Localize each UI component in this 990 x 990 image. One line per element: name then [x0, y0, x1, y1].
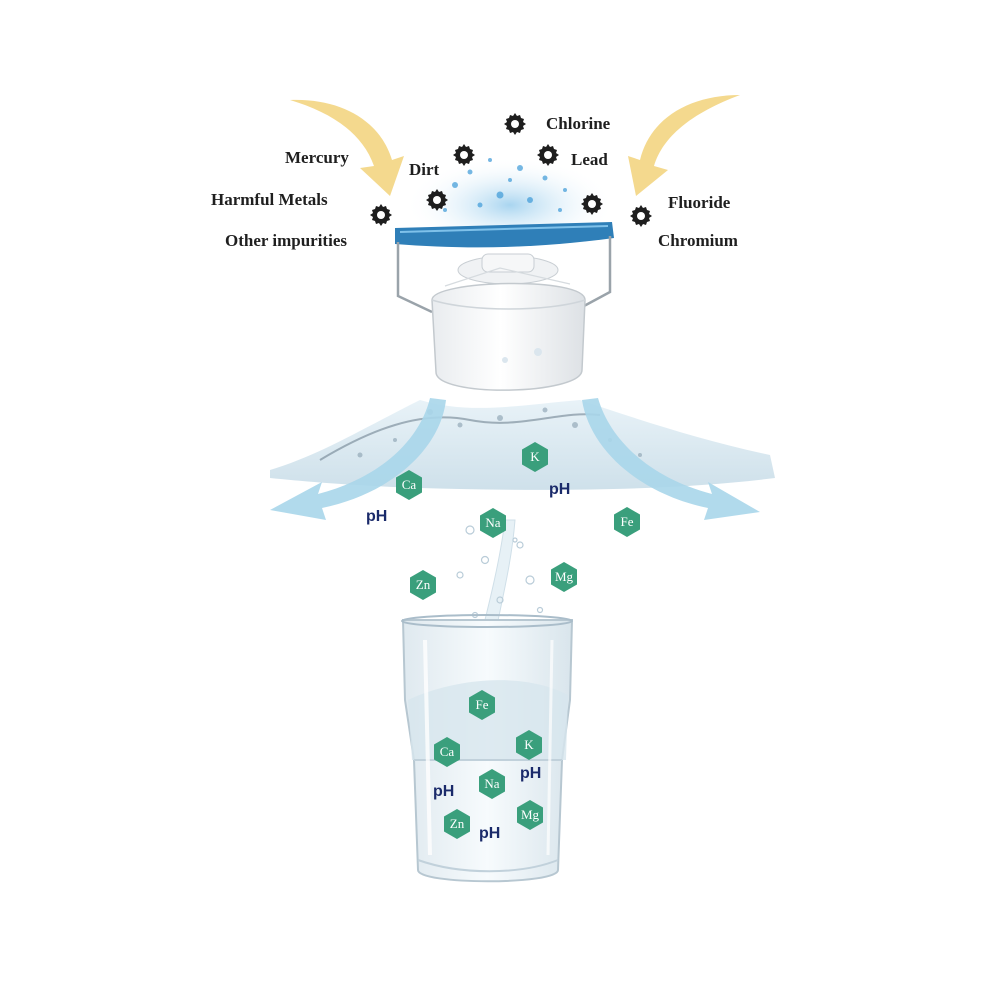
mineral-na: Na [477, 507, 509, 539]
mineral-k-glass: K [513, 729, 545, 761]
label-harmful-metals: Harmful Metals [211, 190, 328, 209]
ph-label: pH [520, 765, 542, 782]
label-mercury: Mercury [285, 148, 349, 167]
blue-arrow-right [582, 398, 760, 520]
label-chromium: Chromium [658, 231, 738, 250]
label-other-impurities: Other impurities [225, 231, 347, 250]
hexagon-icon [480, 508, 506, 538]
blue-arrow-left [270, 398, 446, 520]
ph-label: pH [366, 508, 388, 525]
mineral-ca-label: Ca [401, 477, 417, 492]
gear-icon [426, 189, 448, 211]
mineral-ca: Ca [393, 469, 425, 501]
ph-label: pH [479, 825, 501, 842]
label-lead: Lead [571, 150, 608, 169]
hexagon-icon [516, 730, 542, 760]
hexagon-icon [396, 470, 422, 500]
mineral-zn-glass-label: Zn [449, 816, 465, 831]
hexagon-icon [614, 507, 640, 537]
yellow-arrow-right [628, 95, 740, 196]
mineral-ca-glass-label: Ca [439, 744, 455, 759]
gear-icon [504, 113, 526, 135]
mineral-mg-label: Mg [554, 569, 574, 584]
mineral-zn-glass: Zn [441, 808, 473, 840]
yellow-arrow-left [290, 99, 404, 196]
mineral-mg: Mg [548, 561, 580, 593]
mineral-na-glass-label: Na [484, 776, 500, 791]
ph-label: pH [549, 481, 571, 498]
gear-icon [630, 205, 652, 227]
hexagon-icon [517, 800, 543, 830]
hexagon-icon [469, 690, 495, 720]
hexagon-icon [479, 769, 505, 799]
label-fluoride: Fluoride [668, 193, 731, 212]
gear-icon [537, 144, 559, 166]
mineral-ca-glass: Ca [431, 736, 463, 768]
hexagon-icon [522, 442, 548, 472]
mineral-na-glass: Na [476, 768, 508, 800]
gear-icon [453, 144, 475, 166]
mineral-na-label: Na [485, 515, 501, 530]
mineral-fe-label: Fe [620, 514, 634, 529]
gear-icon [370, 204, 392, 226]
mineral-mg-glass: Mg [514, 799, 546, 831]
hexagon-icon [444, 809, 470, 839]
mineral-fe-glass: Fe [466, 689, 498, 721]
filter-cartridge [431, 253, 586, 391]
mineral-fe: Fe [611, 506, 643, 538]
label-chlorine: Chlorine [546, 114, 611, 133]
label-dirt: Dirt [409, 160, 440, 179]
mineral-k-label: K [530, 449, 540, 464]
hexagon-icon [551, 562, 577, 592]
mineral-k-glass-label: K [524, 737, 534, 752]
mineral-fe-glass-label: Fe [475, 697, 489, 712]
mineral-zn: Zn [407, 569, 439, 601]
gear-icon [581, 193, 603, 215]
mineral-k: K [519, 441, 551, 473]
mineral-zn-label: Zn [415, 577, 431, 592]
mineral-mg-glass-label: Mg [520, 807, 540, 822]
ph-label: pH [433, 783, 455, 800]
hexagon-icon [410, 570, 436, 600]
hexagon-icon [434, 737, 460, 767]
